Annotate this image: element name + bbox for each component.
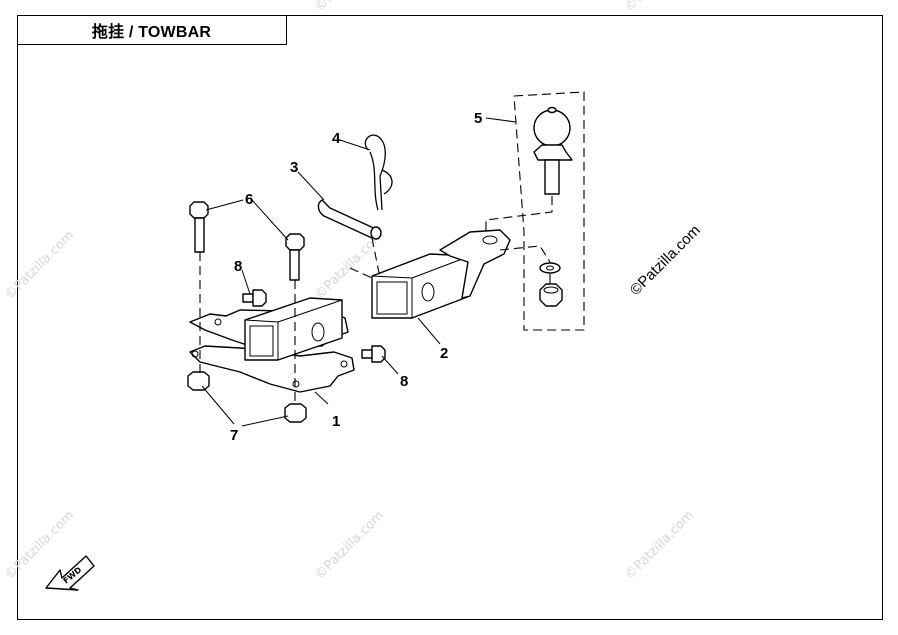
diagram-frame xyxy=(17,15,883,620)
callout-3: 3 xyxy=(290,159,298,176)
assembly-lines xyxy=(199,196,553,404)
fwd-arrow-icon: FWD xyxy=(45,555,95,591)
watermark-left-bottom: ©Patzilla.com xyxy=(2,508,77,583)
title-box: 拖挂 / TOWBAR xyxy=(17,15,287,45)
watermark-main: ©Patzilla.com xyxy=(627,222,704,299)
part-2-hitch-bar xyxy=(371,229,511,319)
page-title: 拖挂 / TOWBAR xyxy=(91,23,212,41)
watermark-top-right: ©Patzilla.com xyxy=(622,0,697,15)
callouts: 4 3 5 6 8 2 8 1 7 xyxy=(230,110,482,444)
leader-lines xyxy=(201,117,517,427)
callout-6: 6 xyxy=(245,191,253,208)
part-4-r-clip xyxy=(364,134,393,211)
callout-1: 1 xyxy=(332,413,340,430)
callout-8-upper: 8 xyxy=(234,258,242,275)
callout-2: 2 xyxy=(440,345,448,362)
callout-4: 4 xyxy=(332,130,341,147)
part-1-bracket xyxy=(189,297,355,393)
callout-7: 7 xyxy=(230,427,238,444)
watermark-top-center: ©Patzilla.com xyxy=(312,0,387,15)
watermark-left-top: ©Patzilla.com xyxy=(2,228,77,303)
part-8-bolts xyxy=(242,289,386,363)
part-5-group-box xyxy=(513,91,585,331)
ball-washer-nut xyxy=(539,262,563,307)
part-5-tow-ball xyxy=(533,106,573,195)
callout-8-lower: 8 xyxy=(400,373,408,390)
callout-5: 5 xyxy=(474,110,482,127)
part-6-bolts xyxy=(189,201,305,281)
watermarks: ©Patzilla.com ©Patzilla.com ©Patzilla.co… xyxy=(2,0,704,583)
watermark-center-bottom: ©Patzilla.com xyxy=(312,508,387,583)
part-7-nuts xyxy=(187,371,307,423)
part-3-hitch-pin xyxy=(317,199,382,240)
watermark-right-bottom: ©Patzilla.com xyxy=(622,508,697,583)
